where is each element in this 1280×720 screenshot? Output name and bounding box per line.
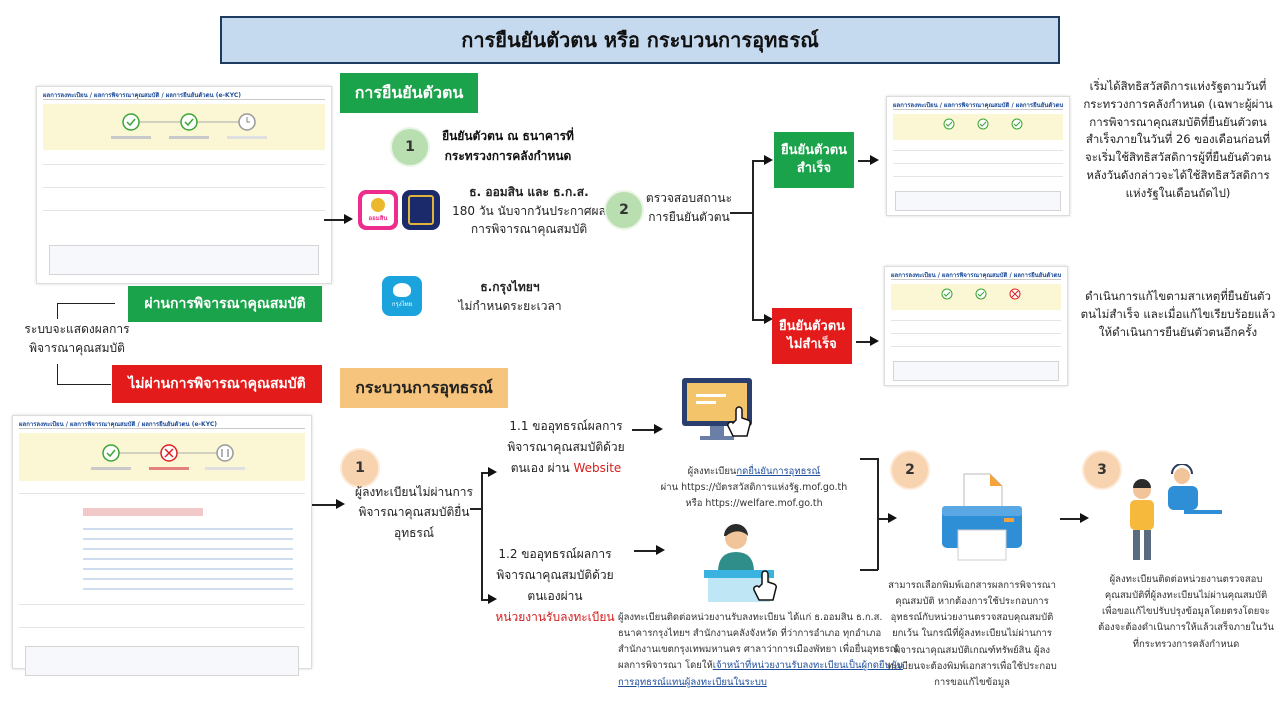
passed-result-screenshot: ผลการลงทะเบียน / ผลการพิจารณาคุณสมบัติ /… (36, 86, 332, 284)
appeal-label: กระบวนการอุทธรณ์ (340, 368, 508, 408)
screenshot-header: ผลการลงทะเบียน / ผลการพิจารณาคุณสมบัติ /… (43, 92, 325, 100)
screenshot-header: ผลการลงทะเบียน / ผลการพิจารณาคุณสมบัติ /… (893, 102, 1063, 110)
appeal-option-2: 1.2 ขออุทธรณ์ผลการพิจารณาคุณสมบัติด้วยตน… (495, 547, 615, 624)
contact-agency-icon (1124, 463, 1224, 564)
appeal-option-1: 1.1 ขออุทธรณ์ผลการพิจารณาคุณสมบัติด้วยตน… (507, 419, 625, 475)
verify-success-label: ยืนยันตัวตนสำเร็จ (774, 132, 854, 188)
verify-step-2-text: ตรวจสอบสถานะการยืนยันตัวตน (645, 191, 733, 224)
system-result-text: ระบบจะแสดงผลการพิจารณาคุณสมบัติ (24, 322, 130, 355)
office-appeal-note: ผู้ลงทะเบียนติดต่อหน่วยงานรับลงทะเบียน ไ… (618, 612, 904, 688)
appeal-step-1-badge: 1 (340, 448, 380, 488)
gsb-logo-icon: ออมสิน (358, 190, 398, 230)
baac-logo-icon (402, 190, 440, 230)
appeal-step-3-badge: 3 (1082, 450, 1122, 490)
officer-counter-icon (704, 522, 788, 606)
verify-success-note: เริ่มได้สิทธิสวัสดิการแห่งรัฐตามวันที่กร… (1083, 79, 1273, 200)
verify-step-1-text: ยืนยันตัวตน ณ ธนาคารที่กระทรวงการคลังกำห… (442, 129, 574, 164)
computer-click-icon (680, 376, 760, 448)
confirm-appeal-link[interactable]: กดยื่นยันการอุทธรณ์ (736, 466, 821, 477)
appeal-step-1-text: ผู้ลงทะเบียนไม่ผ่านการพิจารณาคุณสมบัติยื… (355, 485, 473, 540)
verify-step-2-badge: 2 (604, 190, 644, 230)
verify-success-screenshot: ผลการลงทะเบียน / ผลการพิจารณาคุณสมบัติ /… (886, 96, 1070, 216)
appeal-step-2-text: สามารถเลือกพิมพ์เอกสารผลการพิจารณาคุณสมบ… (887, 580, 1057, 688)
screenshot-header: ผลการลงทะเบียน / ผลการพิจารณาคุณสมบัติ /… (19, 421, 305, 429)
screenshot-header: ผลการลงทะเบียน / ผลการพิจารณาคุณสมบัติ /… (891, 272, 1061, 280)
web-appeal-note: ผู้ลงทะเบียนกดยื่นยันการอุทธรณ์ ผ่าน htt… (660, 466, 848, 510)
failed-label: ไม่ผ่านการพิจารณาคุณสมบัติ (112, 365, 322, 403)
verify-label: การยืนยันตัวตน (340, 73, 478, 113)
printer-icon (934, 470, 1030, 566)
ktb-logo-icon: กรุงไทย (382, 276, 422, 316)
page-title: การยืนยันตัวตน หรือ กระบวนการอุทธรณ์ (220, 16, 1060, 64)
verify-step-1-badge: 1 (390, 127, 430, 167)
bank1-info: ธ. ออมสิน และ ธ.ก.ส. 180 วัน นับจากวันปร… (452, 185, 606, 237)
verify-fail-label: ยืนยันตัวตนไม่สำเร็จ (772, 308, 852, 364)
bank2-info: ธ.กรุงไทยฯ ไม่กำหนดระยะเวลา (458, 280, 562, 313)
verify-fail-note: ดำเนินการแก้ไขตามสาเหตุที่ยืนยันตัวตนไม่… (1080, 289, 1276, 339)
appeal-step-2-badge: 2 (890, 450, 930, 490)
passed-label: ผ่านการพิจารณาคุณสมบัติ (128, 286, 322, 322)
verify-fail-screenshot: ผลการลงทะเบียน / ผลการพิจารณาคุณสมบัติ /… (884, 266, 1068, 386)
appeal-step-3-text: ผู้ลงทะเบียนติดต่อหน่วยงานตรวจสอบคุณสมบั… (1098, 574, 1274, 650)
failed-result-screenshot: ผลการลงทะเบียน / ผลการพิจารณาคุณสมบัติ /… (12, 415, 312, 676)
